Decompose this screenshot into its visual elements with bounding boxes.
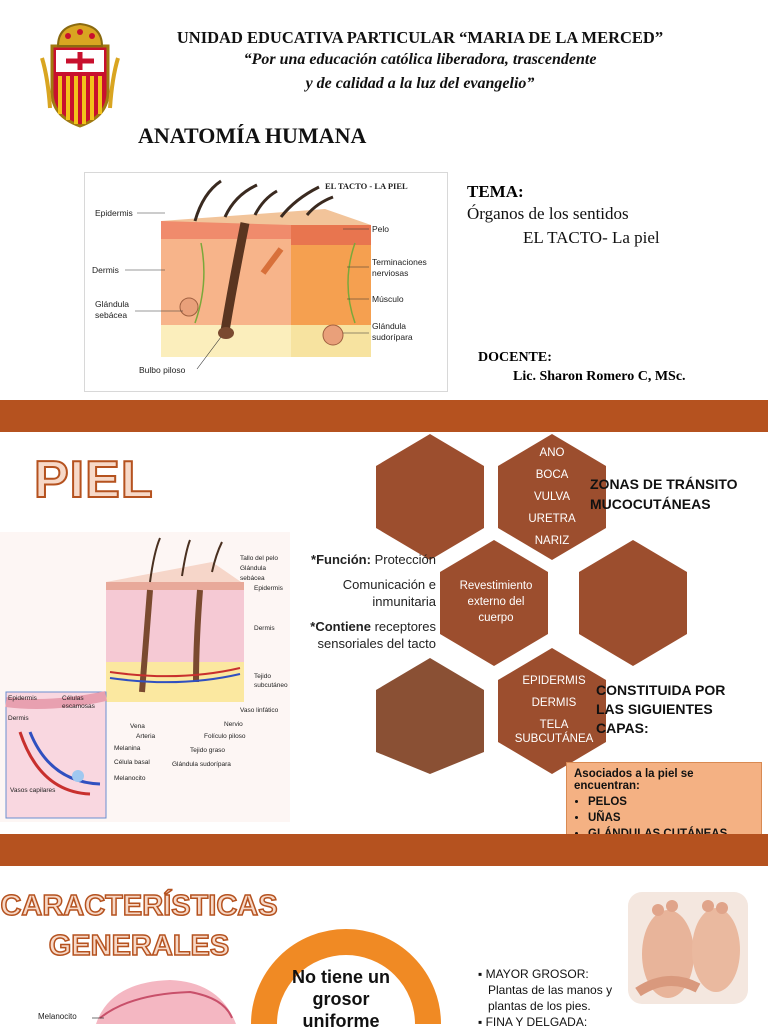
docente-name: Lic. Sharon Romero C, MSc. bbox=[513, 369, 686, 384]
hex-mid-line: Revestimiento bbox=[459, 580, 533, 592]
hexagon-cluster bbox=[376, 434, 687, 774]
constituida-2: LAS SIGUIENTES bbox=[596, 701, 713, 717]
d2-inset-epidermis: Epidermis bbox=[8, 695, 37, 702]
d2-epidermis: Epidermis bbox=[254, 585, 283, 592]
caracteristicas-title-1: CARACTERÍSTICAS bbox=[0, 889, 278, 923]
school-motto-line1: “Por una educación católica liberadora, … bbox=[243, 51, 597, 68]
label-terminaciones-2: nerviosas bbox=[372, 268, 409, 278]
funcion-value: Protección bbox=[370, 552, 436, 567]
d2-arteria: Arteria bbox=[136, 733, 156, 740]
assoc-item: PELOS bbox=[588, 794, 754, 810]
d2-foliculo: Folículo piloso bbox=[204, 733, 246, 740]
d2-melanocito: Melanocito bbox=[114, 775, 146, 782]
contiene-label: *Contiene bbox=[310, 619, 371, 634]
label-glandula-sebacea-1: Glándula bbox=[95, 299, 130, 309]
funcion-label: *Función: bbox=[311, 552, 371, 567]
hex-bottom-list: EPIDERMIS DERMIS TELA SUBCUTÁNEA bbox=[506, 670, 602, 746]
tema-line1: Órganos de los sentidos bbox=[467, 204, 629, 223]
d2-tejido-sub-2: subcutáneo bbox=[254, 682, 288, 689]
hex-mid-text: Revestimiento externo del cuerpo bbox=[448, 578, 544, 626]
hex-top-item: URETRA bbox=[528, 513, 576, 525]
bullet-mayor-line3: plantas de los pies. bbox=[488, 999, 591, 1013]
label-glandula-sebacea-2: sebácea bbox=[95, 310, 128, 320]
skin-section-illustration: Melanocito bbox=[0, 978, 240, 1024]
constituida-1: CONSTITUIDA POR bbox=[596, 682, 726, 698]
d2-inset-dermis: Dermis bbox=[8, 715, 29, 722]
hex-top-list: ANO BOCA VULVA URETRA NARIZ bbox=[506, 442, 598, 552]
grosor-line3: uniforme bbox=[302, 1011, 380, 1031]
assoc-heading-2: encuentran: bbox=[574, 780, 640, 792]
label-terminaciones-1: Terminaciones bbox=[372, 257, 427, 267]
funcion-line3: inmunitaria bbox=[372, 594, 436, 609]
bullet-mayor: ▪ MAYOR GROSOR: bbox=[478, 967, 589, 981]
d2-glandula-sud: Glándula sudorípara bbox=[172, 761, 231, 768]
grosor-bullets: ▪ MAYOR GROSOR: Plantas de las manos y p… bbox=[478, 966, 628, 1030]
hex-mid-line: cuerpo bbox=[478, 612, 514, 624]
d2-vasos: Vasos capilares bbox=[10, 787, 56, 794]
funcion-line2: Comunicación e bbox=[342, 577, 436, 592]
funcion-text: *Función: Protección Comunicación e inmu… bbox=[288, 551, 436, 652]
divider-band-2 bbox=[0, 834, 768, 866]
hex-top-item: ANO bbox=[539, 447, 565, 459]
label-dermis: Dermis bbox=[92, 265, 119, 275]
assoc-item: UÑAS bbox=[588, 810, 754, 826]
hex-top-item: VULVA bbox=[533, 491, 570, 503]
melanocito-label: Melanocito bbox=[38, 1012, 77, 1021]
diagram-title: EL TACTO - LA PIEL bbox=[325, 181, 408, 191]
docente-heading: DOCENTE: bbox=[478, 350, 552, 365]
zonas-heading-2: MUCOCUTÁNEAS bbox=[590, 496, 711, 512]
d2-vena: Vena bbox=[130, 723, 145, 730]
assoc-heading-1: Asociados a la piel se bbox=[574, 768, 694, 780]
d2-tejido-sub-1: Tejido bbox=[254, 673, 271, 680]
d2-inset-celulas-1: Células bbox=[62, 695, 84, 702]
subject-title: ANATOMÍA HUMANA bbox=[138, 123, 367, 148]
hex-bottom-item: TELA bbox=[539, 719, 569, 731]
contiene-value: receptores bbox=[370, 619, 436, 634]
label-epidermis: Epidermis bbox=[95, 208, 133, 218]
d2-melanina: Melanina bbox=[114, 745, 141, 752]
contiene-line2: sensoriales del tacto bbox=[317, 636, 436, 651]
divider-band-1 bbox=[0, 400, 768, 432]
label-glandula-sud-1: Glándula bbox=[372, 321, 407, 331]
hex-bottom-item: DERMIS bbox=[531, 697, 577, 709]
d2-nervio: Nervio bbox=[224, 721, 243, 728]
hex-bottom-item: EPIDERMIS bbox=[522, 675, 586, 687]
school-crest bbox=[38, 18, 122, 130]
caracteristicas-title: CARACTERÍSTICAS GENERALES bbox=[0, 886, 278, 966]
hex-mid-line: externo del bbox=[467, 596, 525, 608]
skin-layers-diagram: Tallo del pelo Glándula sebácea Epidermi… bbox=[0, 532, 290, 822]
grosor-text: No tiene un grosor uniforme bbox=[286, 966, 396, 1032]
hex-bottom-item: SUBCUTÁNEA bbox=[514, 733, 594, 745]
tema-heading: TEMA: bbox=[467, 182, 524, 201]
label-musculo: Músculo bbox=[372, 294, 404, 304]
orange-ring bbox=[251, 929, 441, 1024]
d2-vaso-linfatico: Vaso linfático bbox=[240, 707, 279, 714]
bullet-fina: ▪ FINA Y DELGADA: bbox=[478, 1015, 588, 1029]
caracteristicas-title-2: GENERALES bbox=[48, 929, 230, 963]
feet-photo bbox=[628, 892, 748, 1004]
label-glandula-sud-2: sudorípara bbox=[372, 332, 413, 342]
d2-tejido-graso: Tejido graso bbox=[190, 747, 226, 754]
label-pelo: Pelo bbox=[372, 224, 390, 234]
d2-glandula-sebacea: Glándula sebácea bbox=[240, 565, 267, 582]
label-bulbo: Bulbo piloso bbox=[139, 365, 186, 375]
d2-tallo: Tallo del pelo bbox=[240, 555, 278, 562]
grosor-line2: grosor bbox=[312, 989, 370, 1009]
tema-line2: EL TACTO- La piel bbox=[523, 228, 660, 247]
zonas-heading-1: ZONAS DE TRÁNSITO bbox=[590, 476, 738, 492]
school-motto-line2: y de calidad a la luz del evangelio” bbox=[305, 75, 535, 92]
skin-diagram: EL TACTO - LA PIEL Epidermis Dermis Glán… bbox=[84, 172, 448, 392]
hex-top-item: BOCA bbox=[535, 469, 569, 481]
school-name: UNIDAD EDUCATIVA PARTICULAR “MARIA DE LA… bbox=[176, 28, 664, 47]
d2-dermis: Dermis bbox=[254, 625, 275, 632]
d2-inset-celulas-2: escamosas bbox=[62, 703, 95, 710]
piel-title: PIEL bbox=[33, 450, 154, 510]
bullet-mayor-line2: Plantas de las manos y bbox=[488, 983, 613, 997]
d2-celula-basal: Célula basal bbox=[114, 759, 150, 766]
grosor-line1: No tiene un bbox=[292, 967, 390, 987]
hex-top-item: NARIZ bbox=[534, 535, 570, 547]
constituida-3: CAPAS: bbox=[596, 720, 649, 736]
